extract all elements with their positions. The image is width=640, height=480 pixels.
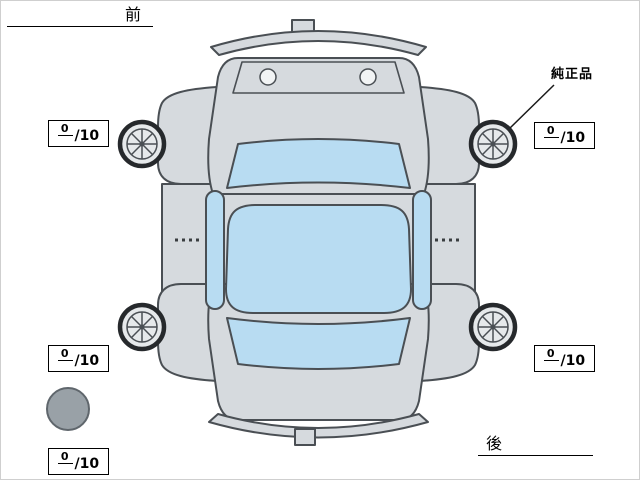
rear-left-fender — [157, 283, 218, 382]
roof-glass — [225, 204, 412, 314]
score-box-front-left: 0 /10 — [48, 120, 109, 147]
score-max: /10 — [74, 455, 100, 472]
rear-bumper — [208, 413, 429, 439]
wheel-rear-left-icon — [120, 305, 164, 349]
left-window-glass — [205, 190, 225, 310]
front-label: 前 — [7, 3, 153, 27]
score-max: /10 — [560, 129, 586, 146]
wheel-front-left-icon — [120, 122, 164, 166]
hood-detail-left — [259, 68, 277, 86]
rear-window-glass — [226, 317, 411, 370]
rear-right-fender — [419, 283, 480, 382]
front-label-text: 前 — [124, 5, 141, 24]
score-box-front-right: 0 /10 — [534, 122, 595, 149]
front-right-fender — [419, 86, 480, 185]
score-value: 0 — [543, 348, 559, 361]
right-window-glass — [412, 190, 432, 310]
front-bumper — [210, 30, 427, 56]
front-left-fender — [157, 86, 218, 185]
score-value: 0 — [57, 123, 73, 136]
wheel-rear-right-icon — [471, 305, 515, 349]
genuine-part-label: 純正品 — [551, 67, 594, 82]
rear-center-detail — [294, 428, 316, 446]
cowl-panel-line — [232, 61, 405, 94]
score-value: 0 — [57, 348, 73, 361]
score-max: /10 — [74, 127, 100, 144]
score-max: /10 — [560, 352, 586, 369]
score-box-rear-right: 0 /10 — [534, 345, 595, 372]
rear-label-text: 後 — [486, 434, 503, 453]
rear-label: 後 — [478, 432, 593, 456]
spare-tire-icon — [46, 387, 90, 431]
genuine-part-pointer-line — [509, 84, 555, 129]
hood-detail-right — [359, 68, 377, 86]
windshield-glass — [226, 138, 411, 189]
wheel-front-right-icon — [471, 122, 515, 166]
score-value: 0 — [543, 125, 559, 138]
score-box-spare: 0 /10 — [48, 448, 109, 475]
score-box-rear-left: 0 /10 — [48, 345, 109, 372]
score-max: /10 — [74, 352, 100, 369]
score-value: 0 — [57, 451, 73, 464]
